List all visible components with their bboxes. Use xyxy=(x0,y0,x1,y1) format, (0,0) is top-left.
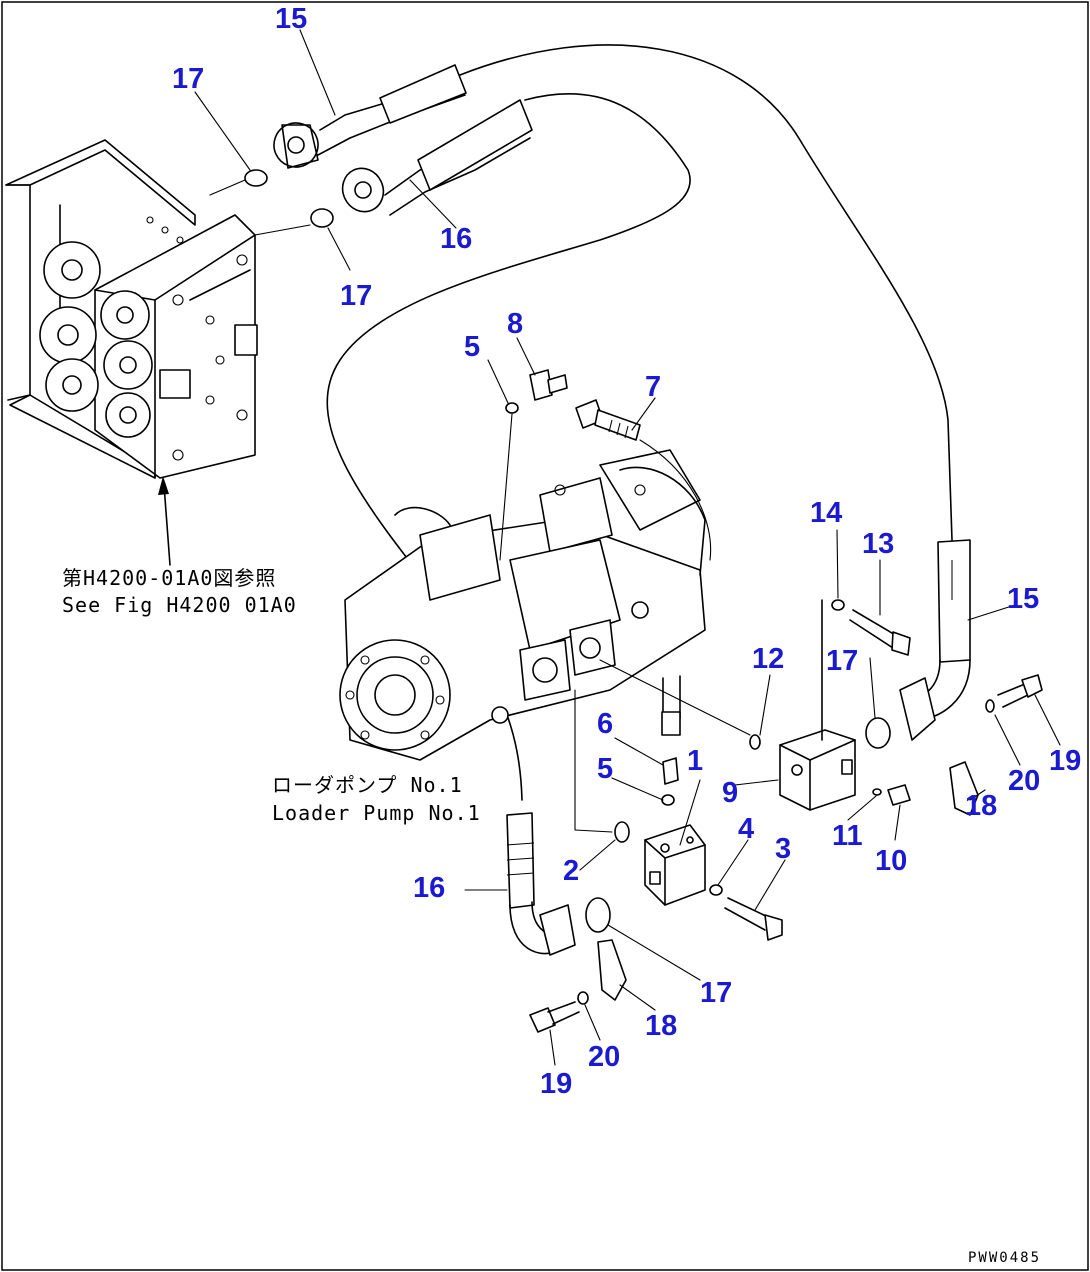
callout-20: 20 xyxy=(588,1041,620,1073)
callout-8: 8 xyxy=(507,308,523,340)
bolt-19-lower xyxy=(529,1001,580,1033)
leader-o-ring-2-join xyxy=(574,829,613,833)
washer-4 xyxy=(709,884,723,896)
callout-17: 17 xyxy=(172,63,204,95)
o-ring-17b xyxy=(310,208,334,228)
callout-7: 7 xyxy=(645,371,661,403)
callout-18: 18 xyxy=(965,790,997,822)
callout-5: 5 xyxy=(597,753,613,785)
pump-reference-jp: ローダポンプ No.1 xyxy=(272,773,463,797)
washer-20-lower xyxy=(577,991,589,1005)
hose-15-lower xyxy=(899,539,971,741)
callout-15: 15 xyxy=(1007,583,1039,615)
callout-9: 9 xyxy=(722,777,738,809)
callout-13: 13 xyxy=(862,528,894,560)
bolt-13 xyxy=(849,609,911,656)
hose-7-line xyxy=(639,439,712,561)
callout-12: 12 xyxy=(752,643,784,675)
valve-reference-jp: 第H4200-01A0図参照 xyxy=(62,566,276,590)
callout-19: 19 xyxy=(540,1068,572,1100)
callout-6: 6 xyxy=(597,708,613,740)
o-ring-12 xyxy=(749,734,761,750)
callout-16: 16 xyxy=(413,872,445,904)
callout-1: 1 xyxy=(687,745,703,777)
control-valve-assembly xyxy=(5,139,258,479)
hose-6-tube xyxy=(661,675,681,736)
callout-20: 20 xyxy=(1008,765,1040,797)
o-ring-5-upper xyxy=(505,402,519,414)
bolt-19-right xyxy=(997,674,1043,708)
callout-11: 11 xyxy=(832,820,863,852)
valve-block-1 xyxy=(644,824,706,906)
callout-4: 4 xyxy=(738,813,754,845)
o-ring-2 xyxy=(614,821,630,843)
callout-16: 16 xyxy=(440,223,472,255)
callout-5: 5 xyxy=(464,331,480,363)
bolt-3 xyxy=(724,897,783,941)
leader-o-ring-5-upper xyxy=(499,413,513,561)
valve-block-9 xyxy=(779,599,856,811)
elbow-fitting-8 xyxy=(529,369,568,401)
o-ring-17-right xyxy=(865,717,891,749)
callout-14: 14 xyxy=(810,497,842,529)
callout-17: 17 xyxy=(700,977,732,1009)
hose-15-upper xyxy=(273,44,953,541)
callout-leaders xyxy=(194,29,1061,1066)
o-ring-17-lower xyxy=(585,897,611,933)
callout-17: 17 xyxy=(340,280,372,312)
hose-16-lower xyxy=(506,812,576,956)
leader-o-ring-17b xyxy=(254,224,311,236)
o-ring-17a xyxy=(244,169,268,187)
hose-16-upper xyxy=(326,93,691,801)
washer-14 xyxy=(831,599,845,611)
valve-reference-en: See Fig H4200 01A0 xyxy=(62,593,297,617)
callout-3: 3 xyxy=(775,833,791,865)
callout-17: 17 xyxy=(826,645,858,677)
o-ring-5-lower xyxy=(661,794,675,806)
split-flange-18-right xyxy=(949,761,979,816)
callout-15: 15 xyxy=(275,3,307,35)
leader-o-ring-17a xyxy=(209,179,246,196)
leader-pump-to-12 xyxy=(599,659,751,736)
pump-reference-en: Loader Pump No.1 xyxy=(272,801,481,825)
callout-10: 10 xyxy=(875,845,907,877)
loader-pump xyxy=(339,449,706,761)
washer-20-right xyxy=(985,699,995,713)
valve-reference-arrow xyxy=(158,476,171,566)
callout-2: 2 xyxy=(563,855,579,887)
callout-numbers: 15 17 16 17 8 5 7 14 13 15 12 17 6 1 5 1… xyxy=(172,3,1081,1100)
fitting-6 xyxy=(662,757,679,785)
hose-fitting-7 xyxy=(575,399,641,441)
o-ring-11 xyxy=(872,788,882,796)
plug-10 xyxy=(887,784,911,806)
split-flange-18-lower xyxy=(597,939,627,1001)
drawing-code: PWW0485 xyxy=(968,1250,1041,1266)
callout-18: 18 xyxy=(645,1010,677,1042)
callout-19: 19 xyxy=(1049,745,1081,777)
